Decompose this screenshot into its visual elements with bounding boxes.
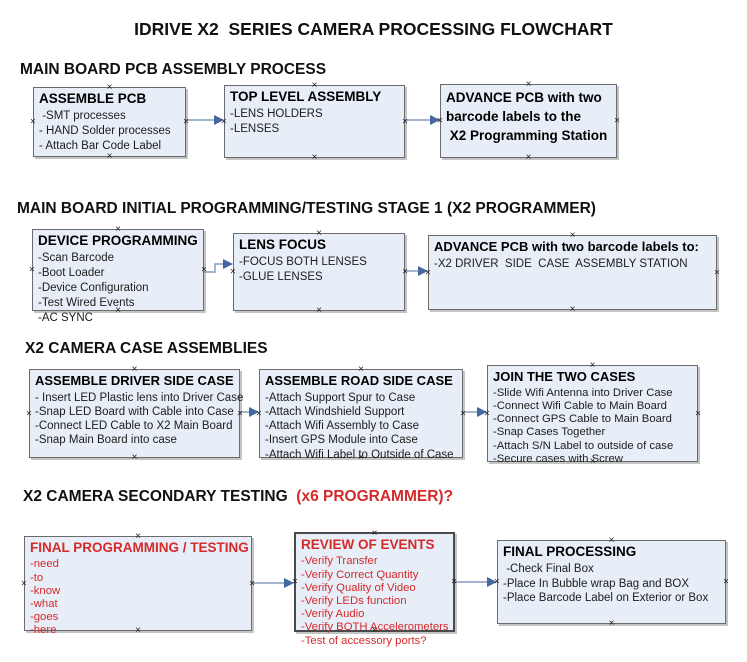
process-box-advance-pcb-driver-side: ADVANCE PCB with two barcode labels to: …	[425, 230, 720, 315]
box-title: ASSEMBLE DRIVER SIDE CASE	[35, 373, 234, 388]
box-item: -Check Final Box	[503, 563, 594, 576]
box-item: -need	[30, 558, 59, 571]
box-title: FINAL PROGRAMMING / TESTING	[30, 540, 249, 555]
connection-point-marker: ×	[608, 618, 615, 629]
box-item: -Slide Wifi Antenna into Driver Case	[493, 386, 673, 399]
box-item: -Verify Quality of Video	[301, 581, 416, 594]
flow-arrow-assemble-to-toplevel	[186, 115, 224, 125]
box-title: DEVICE PROGRAMMING	[38, 233, 198, 248]
connection-point-marker: ×	[525, 152, 532, 163]
box-item: -Secure cases with Screw	[493, 452, 623, 465]
box-line: X2 Programming Station	[446, 128, 608, 143]
box-item: -Insert GPS Module into Case	[265, 434, 418, 447]
flow-arrow-finalprog-to-review	[252, 578, 294, 588]
box-item: -GLUE LENSES	[239, 271, 323, 284]
box-title: ASSEMBLE PCB	[39, 91, 147, 106]
connection-point-marker: ×	[316, 305, 322, 316]
connection-point-marker: ×	[29, 264, 35, 276]
process-box-final-programming-testing: FINAL PROGRAMMING / TESTING -need -to -k…	[21, 531, 255, 636]
section-heading-red-part: (x6 PROGRAMMER)?	[292, 488, 454, 505]
box-item: -Snap LED Board with Cable into Case	[35, 406, 234, 419]
flow-arrow-toplevel-to-advance	[405, 115, 440, 125]
connection-point-marker: ×	[695, 408, 701, 419]
process-box-assemble-driver-side-case: ASSEMBLE DRIVER SIDE CASE - Insert LED P…	[26, 364, 244, 463]
box-item: -Connect LED Cable to X2 Main Board	[35, 420, 233, 433]
flow-arrow-driverside-to-roadside	[240, 407, 259, 417]
box-item: -FOCUS BOTH LENSES	[239, 256, 367, 269]
connection-point-marker: ×	[131, 452, 138, 463]
box-item: -Boot Loader	[38, 267, 105, 280]
section-heading-initial-programming: MAIN BOARD INITIAL PROGRAMMING/TESTING S…	[17, 200, 596, 217]
connection-point-marker: ×	[714, 267, 720, 278]
box-title: ADVANCE PCB with two barcode labels to:	[434, 239, 699, 254]
box-line: ADVANCE PCB with two	[446, 90, 602, 105]
box-item: -AC SYNC	[38, 312, 93, 325]
connection-point-marker: ×	[30, 116, 36, 128]
section-heading-secondary-testing: X2 CAMERA SECONDARY TESTING (x6 PROGRAMM…	[23, 488, 453, 506]
box-item: -what	[30, 598, 58, 611]
box-title: FINAL PROCESSING	[503, 544, 637, 559]
box-item: -Test Wired Events	[38, 297, 135, 310]
process-box-review-of-events: REVIEW OF EVENTS -Verify Transfer -Verif…	[292, 528, 457, 647]
connection-point-marker: ×	[311, 152, 318, 163]
box-item: -Place Barcode Label on Exterior or Box	[503, 591, 709, 604]
box-item: -Attach Wifi Label to Outside of Case	[265, 448, 454, 461]
connection-point-marker: ×	[614, 115, 620, 127]
box-item: - HAND Solder processes	[39, 125, 171, 138]
box-title: JOIN THE TWO CASES	[493, 369, 636, 384]
process-box-join-the-two-cases: JOIN THE TWO CASES -Slide Wifi Antenna i…	[484, 360, 701, 467]
flow-arrow-review-to-finalproc	[455, 577, 497, 587]
flowchart-title: IDRIVE X2 SERIES CAMERA PROCESSING FLOWC…	[134, 19, 613, 39]
flow-arrow-roadside-to-join	[463, 407, 487, 417]
box-item: -Verify LEDs function	[301, 595, 407, 608]
box-item: -Connect Wifi Cable to Main Board	[493, 400, 667, 413]
box-item: -X2 DRIVER SIDE CASE ASSEMBLY STATION	[434, 257, 688, 270]
section-heading-case-assemblies: X2 CAMERA CASE ASSEMBLIES	[25, 340, 268, 357]
box-item: -Attach Support Spur to Case	[265, 391, 416, 404]
box-title: ASSEMBLE ROAD SIDE CASE	[265, 373, 453, 388]
box-title: TOP LEVEL ASSEMBLY	[230, 89, 382, 104]
box-item: -goes	[30, 611, 59, 624]
flow-arrow-lensfocus-to-advance	[405, 266, 428, 276]
box-item: -Verify Transfer	[301, 555, 378, 568]
process-box-assemble-pcb: ASSEMBLE PCB -SMT processes - HAND Solde…	[30, 82, 189, 162]
box-item: -Scan Barcode	[38, 252, 115, 265]
box-item: -LENSES	[230, 123, 280, 136]
connection-point-marker: ×	[26, 408, 32, 419]
process-box-top-level-assembly: TOP LEVEL ASSEMBLY -LENS HOLDERS -LENSES…	[221, 80, 408, 163]
box-item: -Test of accessory ports?	[301, 634, 427, 647]
box-item: - Attach Bar Code Label	[39, 140, 162, 153]
box-item: -to	[30, 571, 44, 584]
box-title: LENS FOCUS	[239, 237, 327, 252]
flow-arrow-device-to-lensfocus	[204, 259, 233, 273]
box-item: -SMT processes	[39, 110, 126, 123]
box-item: -Verify Correct Quantity	[301, 568, 419, 581]
box-item: -Verify Audio	[301, 608, 365, 621]
box-item: - Insert LED Plastic lens into Driver Ca…	[35, 391, 244, 404]
process-box-final-processing: FINAL PROCESSING -Check Final Box -Place…	[494, 535, 729, 629]
box-item: -Snap Main Board into case	[35, 434, 177, 447]
box-item: -Verify BOTH Accelerometers	[301, 621, 449, 634]
process-box-lens-focus: LENS FOCUS -FOCUS BOTH LENSES -GLUE LENS…	[230, 228, 408, 316]
connection-point-marker: ×	[569, 304, 576, 315]
process-box-device-programming: DEVICE PROGRAMMING -Scan Barcode -Boot L…	[29, 224, 207, 324]
section-heading-black-part: X2 CAMERA SECONDARY TESTING	[23, 488, 292, 505]
box-item: -Attach S/N Label to outside of case	[493, 439, 674, 452]
connection-point-marker: ×	[723, 576, 729, 588]
box-item: -Attach Wifi Assembly to Case	[265, 420, 420, 433]
box-item: -Attach Windshield Support	[265, 406, 405, 419]
box-item: -LENS HOLDERS	[230, 108, 323, 121]
box-item: -Snap Cases Together	[493, 426, 606, 439]
process-box-assemble-road-side-case: ASSEMBLE ROAD SIDE CASE -Attach Support …	[256, 364, 466, 463]
box-line: barcode labels to the	[446, 109, 582, 124]
process-box-advance-pcb-station: ADVANCE PCB with two barcode labels to t…	[437, 79, 620, 163]
box-title: REVIEW OF EVENTS	[301, 537, 435, 552]
connection-point-marker: ×	[21, 578, 27, 589]
box-item: -know	[30, 584, 61, 597]
section-heading-pcb-assembly: MAIN BOARD PCB ASSEMBLY PROCESS	[20, 61, 327, 78]
box-item: -Device Configuration	[38, 282, 149, 295]
box-item: -Connect GPS Cable to Main Board	[493, 413, 672, 426]
box-item: -Place In Bubble wrap Bag and BOX	[503, 577, 690, 590]
box-item: -here	[30, 624, 57, 637]
